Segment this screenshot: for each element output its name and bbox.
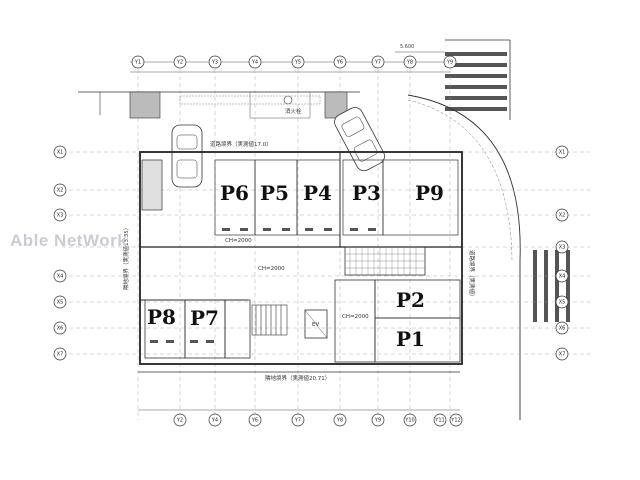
bubble-bottom-7: Y10 — [404, 418, 414, 424]
parking-label-p9: P9 — [415, 181, 444, 205]
ch-label-3: CH=2000 — [342, 314, 369, 320]
bubble-bottom-5: Y8 — [336, 418, 343, 424]
parking-label-p5: P5 — [260, 181, 289, 205]
parking-label-p2: P2 — [396, 288, 425, 312]
bubble-left-5: X5 — [57, 300, 64, 306]
bubble-top-2: Y2 — [176, 60, 183, 66]
grid-lines — [62, 62, 590, 420]
ev-label: EV — [312, 322, 319, 328]
parking-label-p6: P6 — [220, 181, 249, 205]
grid-bubbles-top: Y1 Y2 Y3 Y4 Y5 Y6 Y7 Y8 Y9 — [131, 55, 457, 69]
grid-bubbles-right: X1 X2 X3 X4 X5 X6 X7 — [555, 145, 569, 361]
dim-top-label: 5.600 — [400, 44, 414, 50]
parking-label-p3: P3 — [352, 181, 381, 205]
bubble-top-8: Y8 — [406, 60, 413, 66]
bubble-left-2: X2 — [57, 188, 64, 194]
bubble-right-3: X3 — [559, 245, 566, 251]
bubble-right-2: X2 — [559, 213, 566, 219]
parking-label-p8: P8 — [147, 305, 176, 329]
grid-bubbles-bottom: Y2 Y4 Y6 Y7 Y8 Y9 Y10 Y11 Y12 — [173, 413, 463, 427]
parking-label-p1: P1 — [396, 327, 425, 351]
bubble-bottom-2: Y4 — [211, 418, 218, 424]
bubble-bottom-8: Y11 — [434, 418, 444, 424]
bubble-bottom-1: Y2 — [176, 418, 183, 424]
road-right-label: 道路境界（実測値） — [468, 250, 476, 300]
bubble-top-5: Y5 — [294, 60, 301, 66]
top-wheel-stops — [222, 228, 376, 231]
watermark-text: Able NetWork — [10, 231, 127, 250]
fire-hydrant-label: 消火栓 — [285, 107, 302, 115]
crosswalk-top — [445, 52, 507, 111]
bubble-right-6: X6 — [559, 326, 566, 332]
bubble-left-1: X1 — [57, 150, 64, 156]
bubble-right-5: X5 — [559, 300, 566, 306]
front-area: 消火栓 — [78, 91, 360, 119]
road-top-label: 道路境界（実測値17.0） — [210, 140, 272, 148]
bubble-top-4: Y4 — [251, 60, 258, 66]
top-parking-bays — [141, 159, 459, 236]
bubble-bottom-3: Y6 — [251, 418, 258, 424]
bubble-top-7: Y7 — [374, 60, 381, 66]
road-bottom-label: 隣地境界（実測値20.71） — [265, 374, 330, 382]
stair — [251, 304, 288, 336]
bubble-left-7: X7 — [57, 352, 64, 358]
ch-label-1: CH=2000 — [225, 238, 252, 244]
bubble-right-1: X1 — [559, 150, 566, 156]
elevator-box — [304, 309, 328, 339]
bubble-top-1: Y1 — [134, 60, 141, 66]
bubble-right-7: X7 — [559, 352, 566, 358]
angled-car — [334, 107, 385, 172]
bubble-bottom-4: Y7 — [294, 418, 301, 424]
bubble-top-9: Y9 — [446, 60, 453, 66]
bubble-left-3: X3 — [57, 213, 64, 219]
bubble-left-4: X4 — [57, 274, 64, 280]
bottom-wheel-stops — [150, 340, 214, 343]
core-hatch — [345, 247, 425, 275]
right-bays — [334, 279, 461, 363]
road-curve — [407, 94, 521, 420]
front-car — [171, 124, 203, 188]
ch-label-2: CH=2000 — [258, 266, 285, 272]
bubble-bottom-9: Y12 — [450, 418, 460, 424]
parking-label-p7: P7 — [190, 306, 219, 330]
parking-label-p4: P4 — [303, 181, 332, 205]
bubble-top-6: Y6 — [336, 60, 343, 66]
bubble-left-6: X6 — [57, 326, 64, 332]
bubble-right-4: X4 — [559, 274, 566, 280]
bubble-bottom-6: Y9 — [374, 418, 381, 424]
bottom-left-bays — [144, 299, 251, 359]
boundary-left-label: 隣地境界（実測値13.35） — [122, 225, 130, 290]
grid-bubbles-left: X1 X2 X3 X4 X5 X6 X7 — [53, 145, 67, 361]
crosswalk-right — [533, 250, 570, 322]
bubble-top-3: Y3 — [211, 60, 218, 66]
